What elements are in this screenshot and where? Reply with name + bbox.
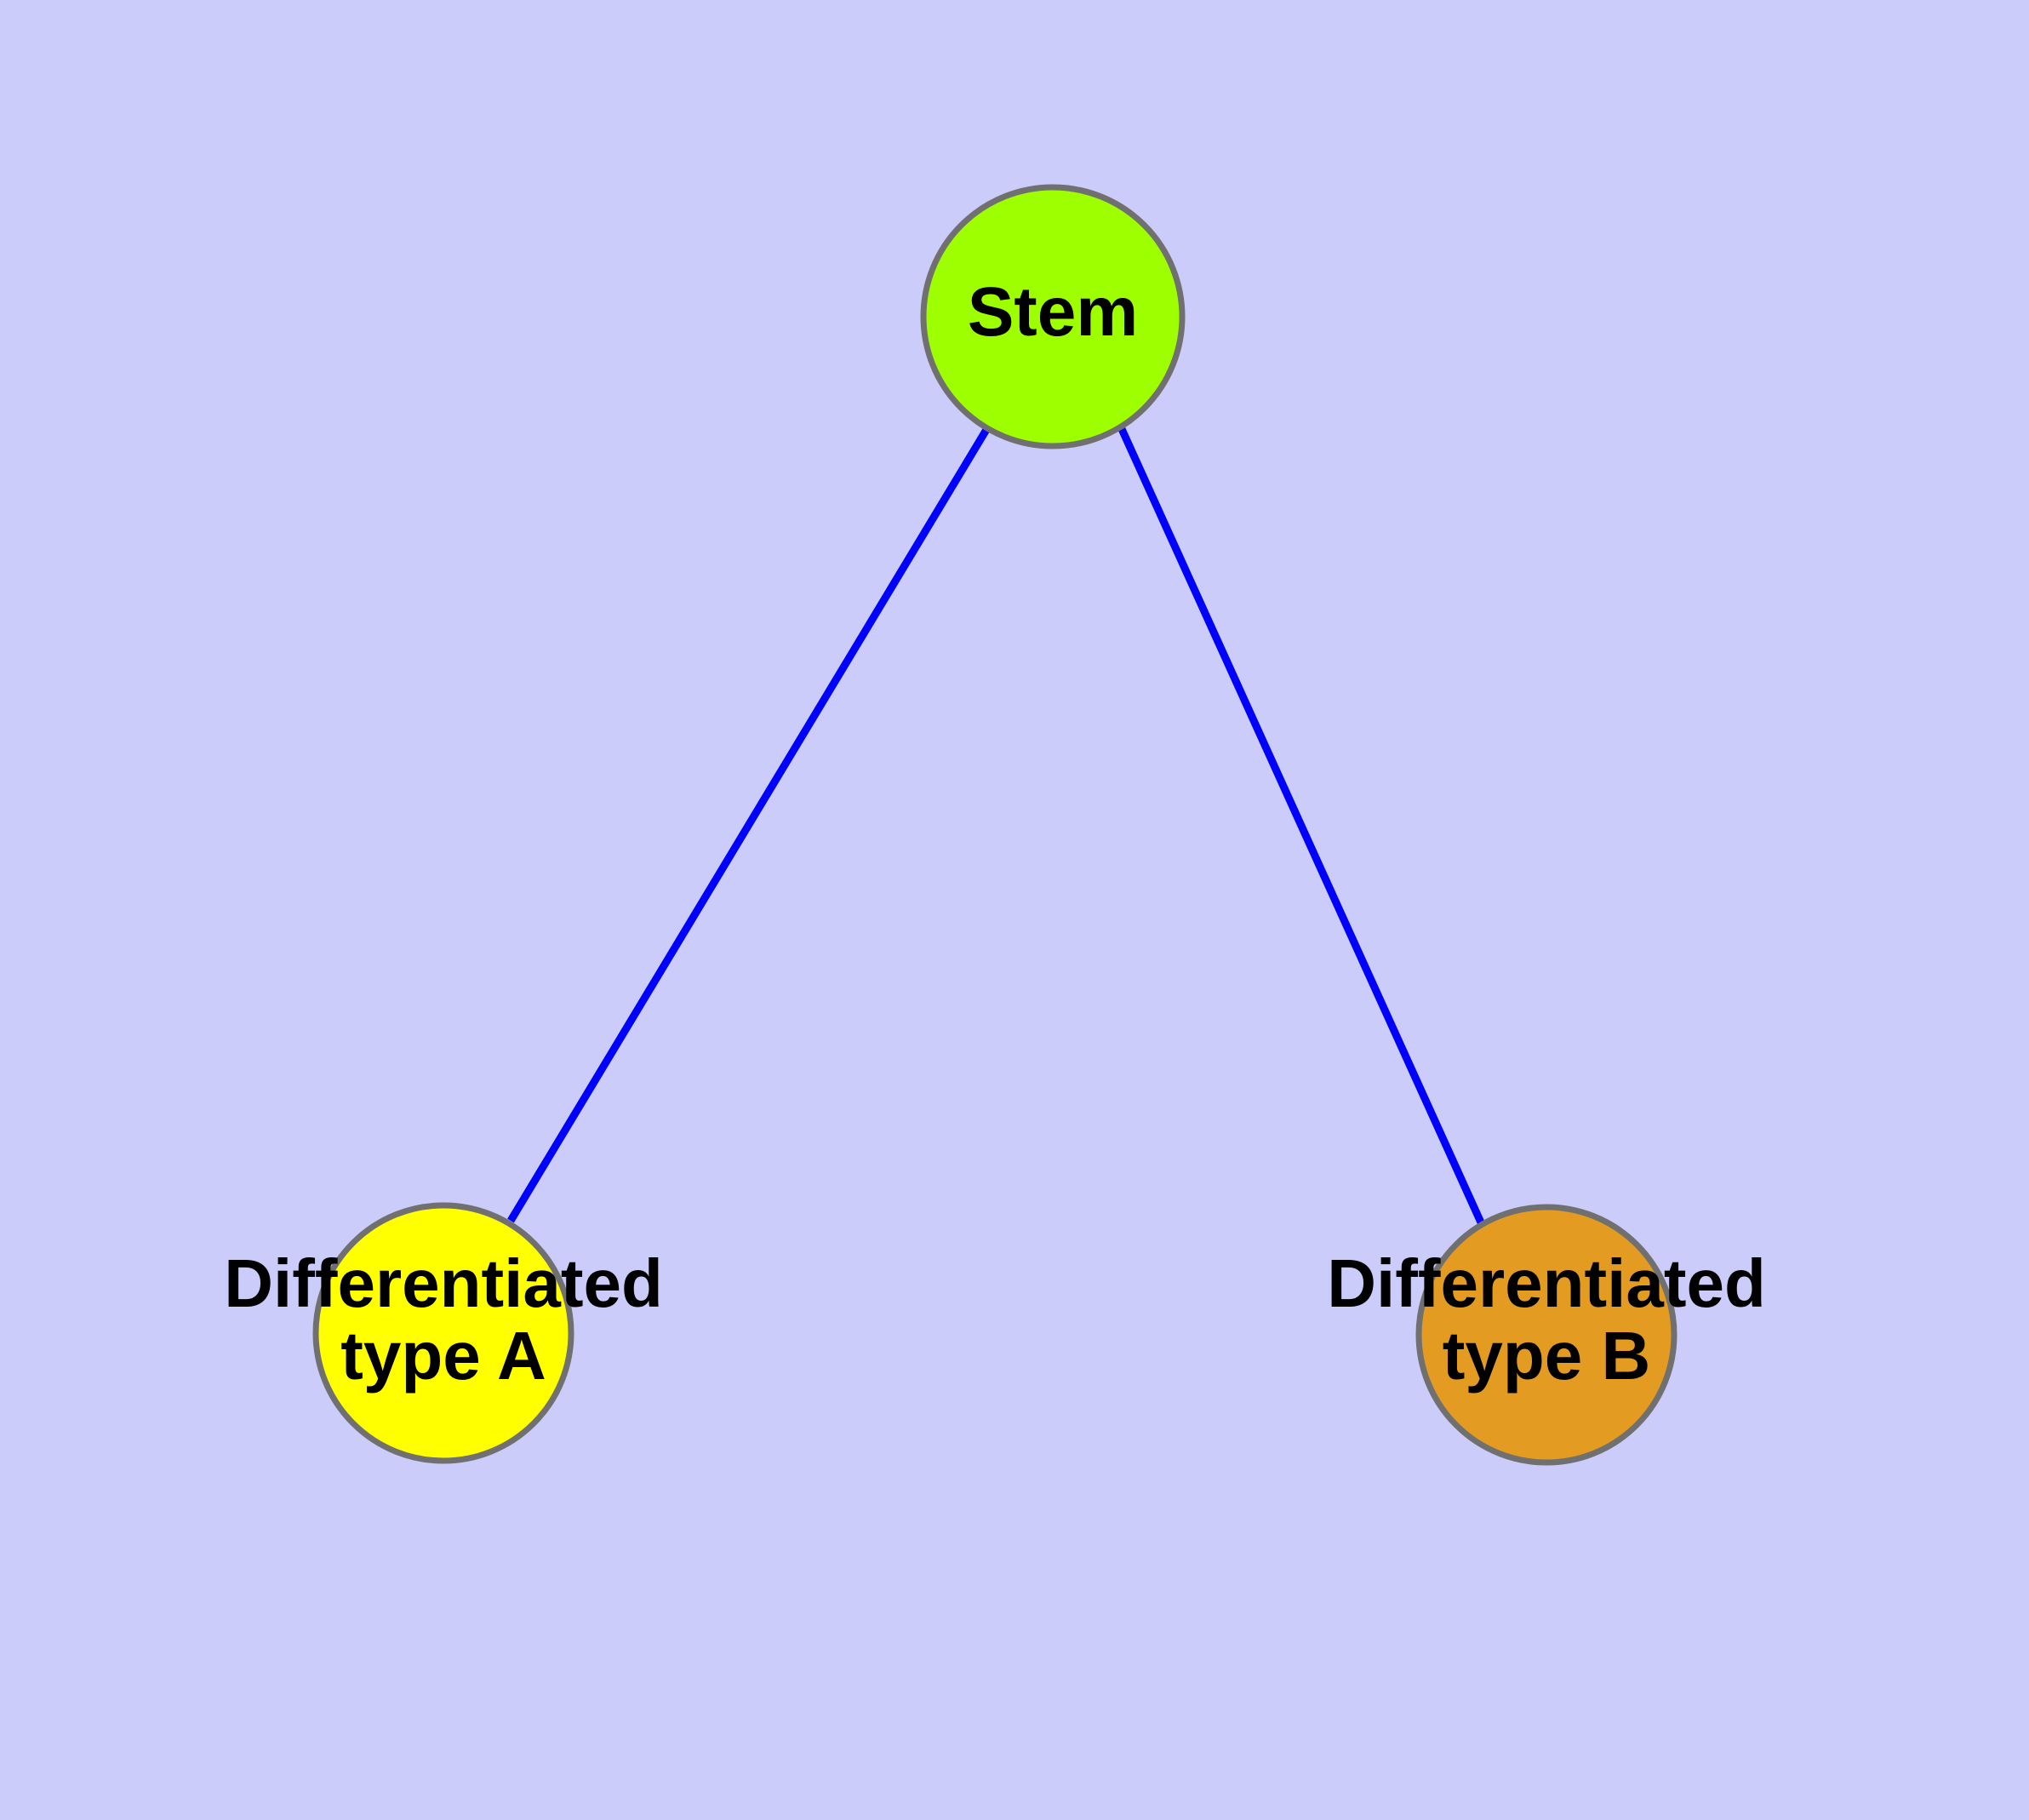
node-layer	[312, 184, 1677, 1466]
node-diff-a-circle[interactable]	[312, 1202, 574, 1464]
edge-stem-to-diff-a[interactable]	[507, 426, 991, 1223]
edge-layer	[507, 426, 1485, 1224]
edge-stem-to-diff-b[interactable]	[1117, 427, 1485, 1224]
node-stem-circle[interactable]	[920, 184, 1186, 449]
node-diff-b-circle[interactable]	[1415, 1204, 1677, 1466]
